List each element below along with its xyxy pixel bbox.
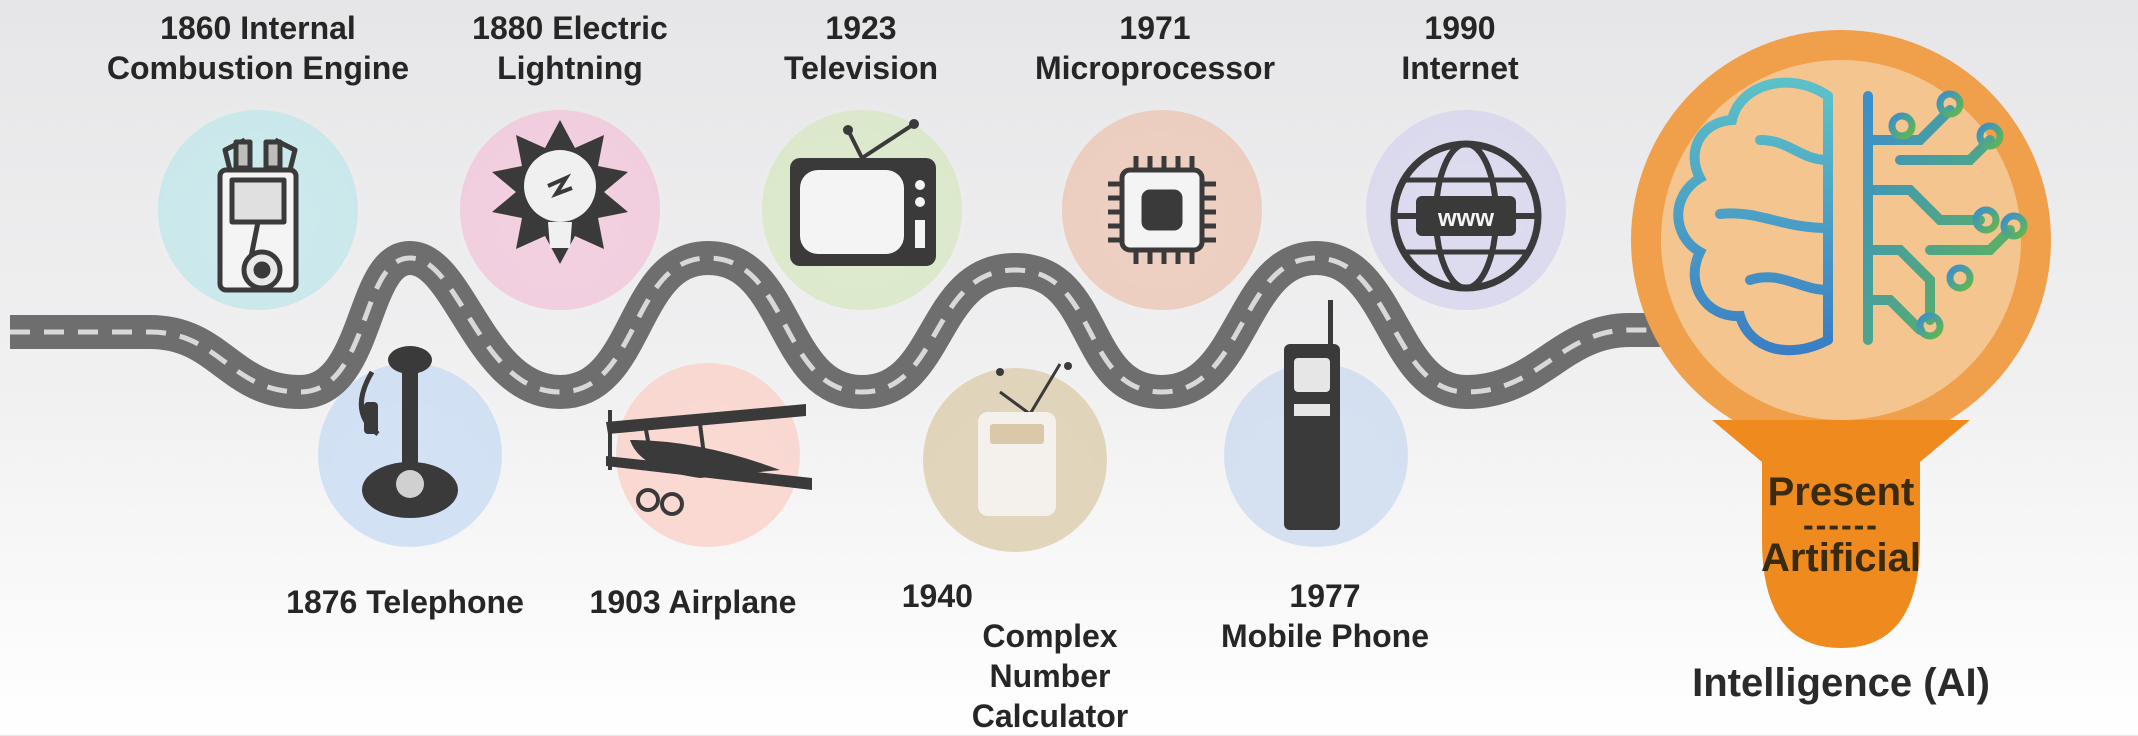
- microprocessor-icon: [1108, 156, 1216, 264]
- milestone-1977-year: 1977: [1289, 578, 1361, 614]
- milestone-1923-bulb: [752, 100, 972, 320]
- www-text: www: [1437, 205, 1494, 232]
- milestone-1940-label: 1940 Complex Number Calculator: [902, 576, 1129, 736]
- milestone-1990-year: 1990: [1424, 10, 1496, 46]
- ai-line2-label: Intelligence (AI): [1692, 660, 1990, 706]
- present-text: Present: [1767, 470, 1915, 514]
- present-ai-bulb: [1631, 30, 2051, 648]
- ai-bulb-base: [1762, 462, 1920, 648]
- milestone-1971-name: Microprocessor: [1034, 50, 1276, 86]
- lightbulb-icon: [492, 120, 628, 264]
- milestone-1876-bulb: [308, 346, 512, 557]
- milestone-1990-bulb: www: [1356, 100, 1576, 320]
- milestone-1903-year: 1903: [589, 584, 661, 620]
- milestone-1860-bulb: [148, 100, 368, 320]
- milestone-1971-label: 1971 Microprocessor: [1035, 8, 1275, 88]
- milestone-1940-name: Complex: [982, 618, 1118, 654]
- globe-www-icon: www: [1390, 140, 1542, 292]
- milestone-1903-label: 1903 Airplane: [590, 582, 797, 622]
- milestone-1903-name: Airplane: [668, 584, 797, 620]
- milestone-1880-name: Electric: [552, 10, 668, 46]
- milestone-1923-name: Television: [783, 50, 939, 86]
- telephone-icon: [358, 346, 458, 518]
- milestone-1940-name-line3: Calculator: [971, 698, 1129, 734]
- calculator-icon: [978, 362, 1072, 516]
- milestone-1977-bulb: [1214, 300, 1418, 557]
- milestone-1977-name: Mobile Phone: [1221, 618, 1429, 654]
- road-lane-markings: [10, 255, 1660, 395]
- milestone-1923-year: 1923: [825, 10, 897, 46]
- milestone-1971-year: 1971: [1119, 10, 1191, 46]
- milestone-1860-label: 1860 Internal Combustion Engine: [107, 8, 409, 88]
- milestone-1880-name-line2: Lightning: [497, 50, 643, 86]
- milestone-1876-year: 1876: [286, 584, 358, 620]
- milestone-1977-label: 1977 Mobile Phone: [1221, 576, 1429, 656]
- present-dashes: ------: [1803, 507, 1879, 543]
- milestone-1880-bulb: [450, 100, 670, 320]
- milestone-1876-name: Telephone: [366, 584, 524, 620]
- milestone-1990-name: Internet: [1401, 50, 1519, 86]
- milestone-1903-bulb: [606, 353, 812, 557]
- milestone-1940-name-line2: Number: [989, 658, 1111, 694]
- milestone-1923-label: 1923 Television: [784, 8, 938, 88]
- milestone-1876-label: 1876 Telephone: [286, 582, 524, 622]
- ai-line2: Intelligence (AI): [1692, 661, 1990, 705]
- ai-line1: Artificial: [1760, 536, 1922, 580]
- milestone-1860-name: Internal: [240, 10, 356, 46]
- milestone-1971-bulb: [1052, 100, 1272, 320]
- brain-circuit-icon: [1673, 77, 2028, 356]
- milestone-1880-year: 1880: [472, 10, 544, 46]
- milestone-1940-bulb: [913, 358, 1117, 562]
- milestone-1880-label: 1880 Electric Lightning: [472, 8, 668, 88]
- milestone-1990-label: 1990 Internet: [1401, 8, 1518, 88]
- ai-bulb-inner: [1661, 60, 2021, 420]
- milestone-1940-year: 1940: [901, 578, 973, 614]
- engine-icon: [217, 137, 299, 293]
- milestone-1860-year: 1860: [160, 10, 232, 46]
- present-label: Present ------ Artificial: [1761, 470, 1921, 580]
- airplane-icon: [606, 404, 812, 516]
- television-icon: [790, 119, 936, 266]
- mobile-phone-icon: [1284, 300, 1340, 530]
- milestone-1860-name-line2: Combustion Engine: [106, 50, 410, 86]
